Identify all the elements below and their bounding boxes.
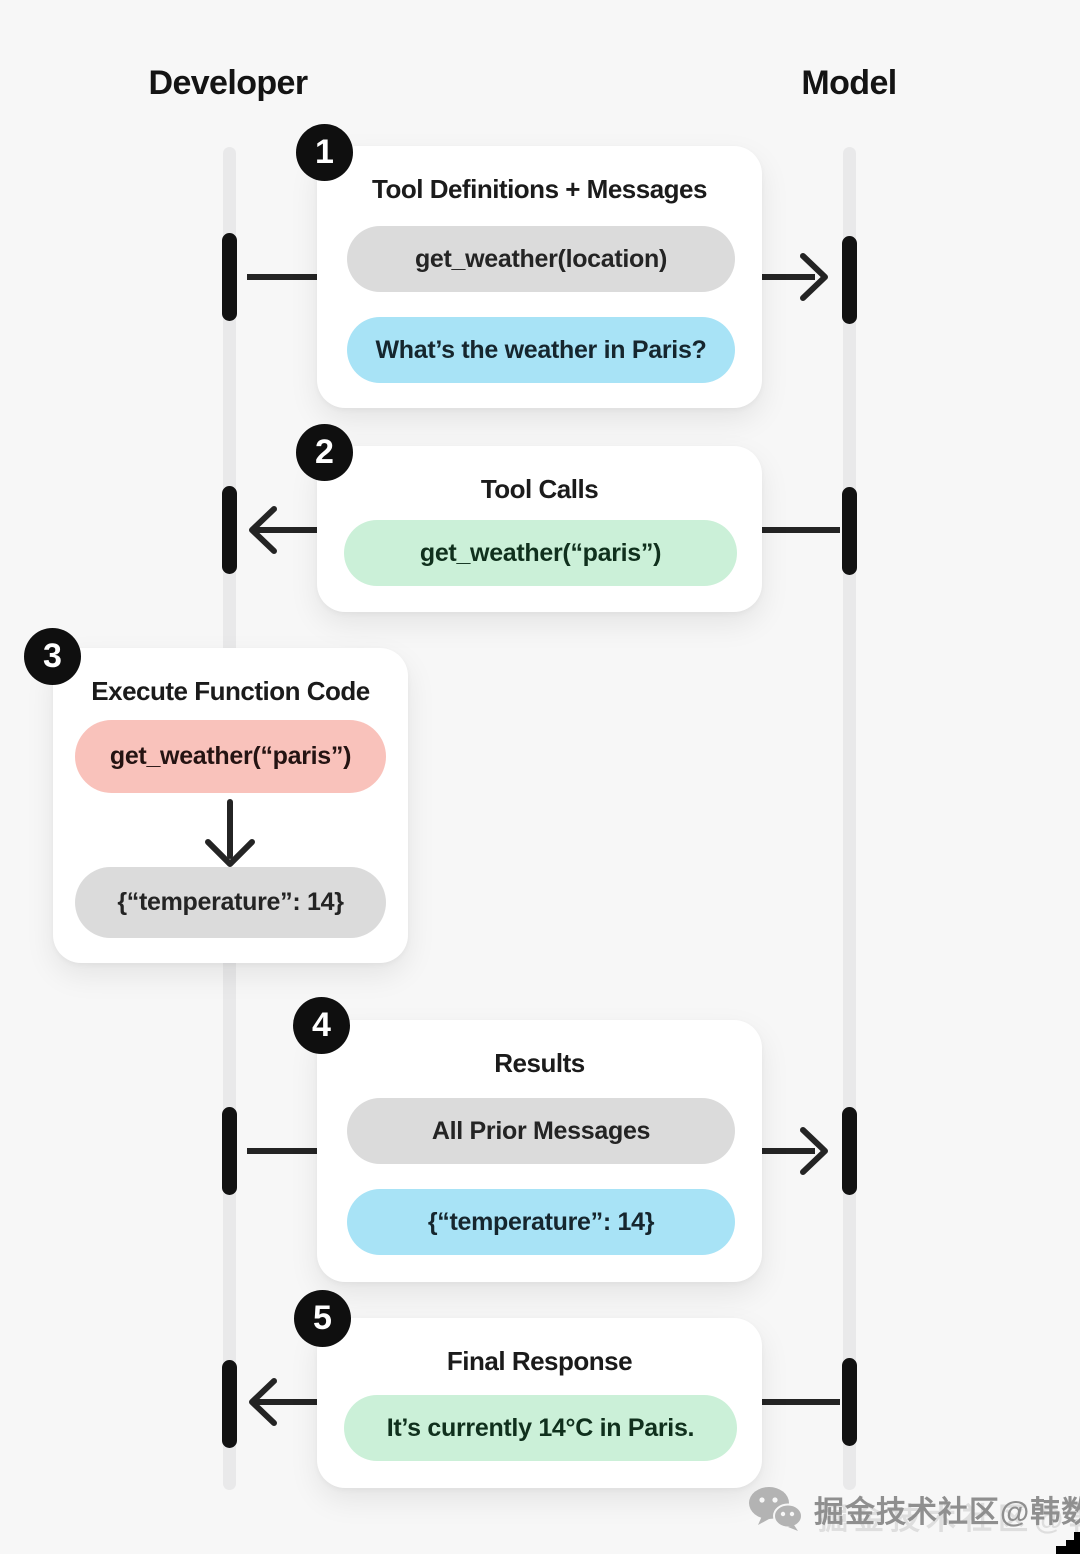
developer-activation-bar <box>222 233 237 321</box>
card-title: Tool Definitions + Messages <box>372 174 707 204</box>
card-title: Tool Calls <box>480 474 599 504</box>
step-badge-2: 2 <box>296 424 353 481</box>
watermark-echo: 掘金技术社区@韩数 <box>818 1503 1080 1536</box>
card-title: Execute Function Code <box>91 676 370 706</box>
step-badge-4: 4 <box>293 997 350 1054</box>
card-title: Results <box>494 1048 585 1078</box>
card-title: Final Response <box>446 1346 633 1376</box>
corner-pixel-artifact <box>1074 1532 1080 1554</box>
pill-prior-messages: All Prior Messages <box>347 1098 735 1164</box>
corner-pixel-artifact <box>1056 1546 1066 1554</box>
developer-activation-bar <box>222 1360 237 1448</box>
developer-activation-bar <box>222 1107 237 1195</box>
arrow-down-icon <box>205 799 255 867</box>
actor-developer-label: Developer <box>148 64 308 102</box>
pill-result-message: {“temperature”: 14} <box>347 1189 735 1255</box>
model-activation-bar <box>842 1358 857 1446</box>
wechat-icon <box>749 1487 803 1531</box>
card-execute-function: Execute Function Code get_weather(“paris… <box>53 648 408 963</box>
card-final-response: Final Response It’s currently 14°C in Pa… <box>317 1318 762 1488</box>
step-badge-3: 3 <box>24 628 81 685</box>
pill-function-execution: get_weather(“paris”) <box>75 720 386 793</box>
card-tool-definitions: Tool Definitions + Messages get_weather(… <box>317 146 762 408</box>
pill-user-message: What’s the weather in Paris? <box>347 317 735 383</box>
model-lifeline <box>843 147 856 1490</box>
pill-tool-definition: get_weather(location) <box>347 226 735 292</box>
card-tool-calls: Tool Calls get_weather(“paris”) <box>317 446 762 612</box>
pill-function-result: {“temperature”: 14} <box>75 867 386 938</box>
model-activation-bar <box>842 236 857 324</box>
watermark-text: 掘金技术社区@韩数 <box>814 1496 1080 1529</box>
pill-final-response: It’s currently 14°C in Paris. <box>344 1395 737 1461</box>
developer-activation-bar <box>222 486 237 574</box>
card-results: Results All Prior Messages {“temperature… <box>317 1020 762 1282</box>
model-activation-bar <box>842 1107 857 1195</box>
pill-tool-call: get_weather(“paris”) <box>344 520 737 586</box>
watermark: 掘金技术社区@韩数 <box>748 1486 1080 1532</box>
step-badge-1: 1 <box>296 124 353 181</box>
corner-pixel-artifact <box>1066 1540 1074 1554</box>
step-badge-5: 5 <box>294 1290 351 1347</box>
model-activation-bar <box>842 487 857 575</box>
actor-model-label: Model <box>801 64 897 102</box>
